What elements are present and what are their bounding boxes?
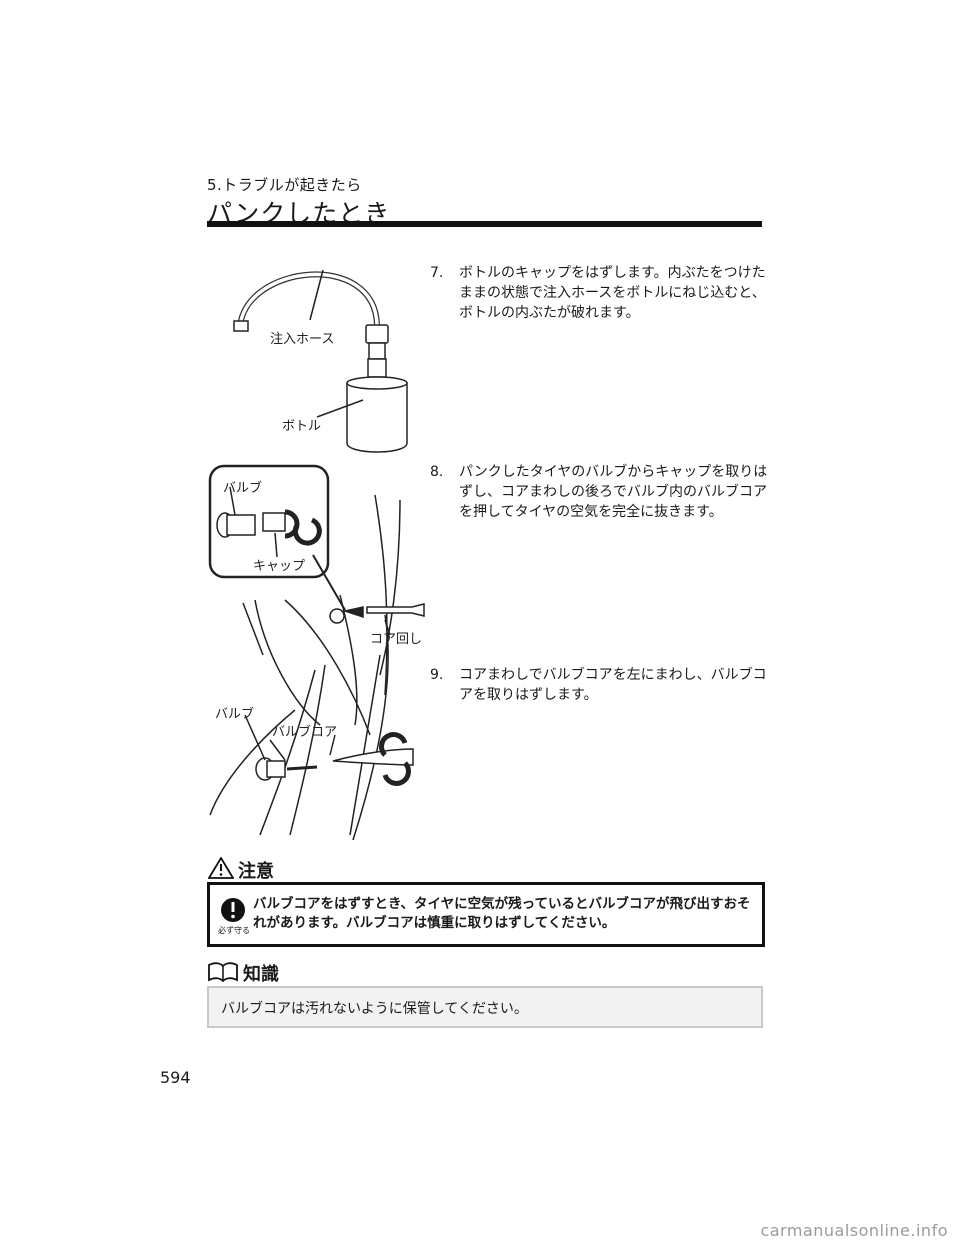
step-7: 7. ボトルのキャップをはずします。内ぶたをつけたままの状態で注入ホースをボトル… [430, 263, 770, 323]
knowledge-text: バルブコアは汚れないように保管してください。 [221, 1001, 528, 1017]
bottle-label: ボトル [282, 419, 322, 434]
caution-heading: 注意 [238, 861, 274, 882]
step-number: 8. [430, 464, 444, 480]
hose-bottle-illustration [233, 269, 408, 453]
step-text: パンクしたタイヤのバルブからキャップを取りはずし、コアまわしの後ろでバルブ内のバ… [459, 464, 768, 520]
step-text: コアまわしでバルブコアを左にまわし、バルブコアを取りはずします。 [459, 667, 767, 703]
valve-core-illustration [209, 614, 414, 841]
core-tool-label: コア回し [370, 632, 423, 647]
valve-core-label: バルブコア [272, 725, 338, 740]
knowledge-box: バルブコアは汚れないように保管してください。 [207, 986, 763, 1028]
illustration-column [208, 269, 425, 841]
must-follow-label: 必ず守る [218, 926, 250, 935]
step-number: 7. [430, 265, 444, 281]
caution-text: バルブコアをはずすとき、タイヤに空気が残っているとバルブコアが飛び出すおそれがあ… [253, 896, 751, 931]
page-number: 594 [160, 1068, 191, 1087]
step-text: ボトルのキャップをはずします。内ぶたをつけたままの状態で注入ホースをボトルにねじ… [459, 265, 766, 321]
book-icon [208, 962, 238, 982]
section-label: 5.トラブルが起きたら [207, 176, 362, 194]
watermark: carmanualsonline.info [760, 1221, 948, 1240]
valve-label-2: バルブ [215, 707, 255, 722]
valve-label: バルブ [223, 481, 263, 496]
title-divider [207, 221, 762, 227]
knowledge-heading: 知識 [243, 964, 279, 985]
cap-label: キャップ [253, 559, 306, 574]
hose-label: 注入ホース [270, 332, 335, 347]
warning-triangle-icon [208, 857, 234, 879]
step-8: 8. パンクしたタイヤのバルブからキャップを取りはずし、コアまわしの後ろでバルブ… [430, 462, 770, 522]
step-9: 9. コアまわしでバルブコアを左にまわし、バルブコアを取りはずします。 [430, 665, 770, 705]
step-number: 9. [430, 667, 444, 683]
exclamation-circle-icon [221, 898, 245, 922]
caution-box: 必ず守る バルブコアをはずすとき、タイヤに空気が残っているとバルブコアが飛び出す… [207, 882, 765, 947]
valve-cap-illustration [208, 464, 425, 736]
